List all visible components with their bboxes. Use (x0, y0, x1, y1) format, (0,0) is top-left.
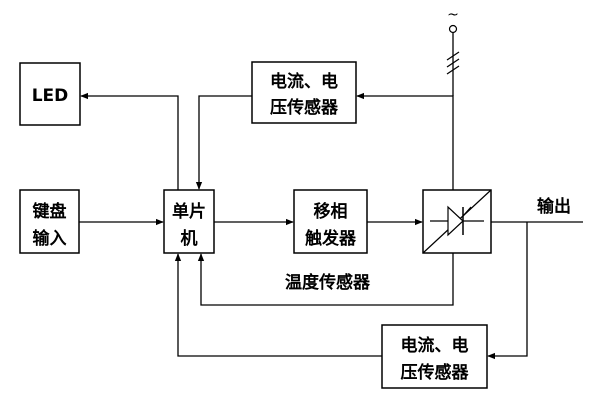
mcu-box: 单片 机 (163, 189, 215, 254)
arrow-mcu-to-led (80, 92, 179, 190)
mcu-label-line1: 单片 (172, 201, 206, 222)
sensor-bottom-label-line1: 电流、电 (401, 335, 469, 356)
thyristor-icon (430, 205, 484, 237)
led-label: LED (32, 86, 69, 106)
ac-source-label: ~ (447, 7, 459, 23)
keyboard-label-line2: 输入 (33, 228, 67, 249)
arrow-sensor-bottom-to-mcu (174, 253, 382, 357)
temperature-sensor-label: 温度传感器 (285, 272, 371, 293)
ac-source-terminal: ~ (446, 7, 460, 96)
phase-shift-label-line2: 触发器 (304, 228, 357, 249)
arrow-ac-line-to-sensor-top (356, 92, 454, 190)
keyboard-label-line1: 键盘 (33, 201, 67, 222)
arrow-output-to-sensor-bottom (487, 222, 528, 360)
sensor-top-label-line2: 压传感器 (270, 97, 339, 118)
sensor-top-label-line1: 电流、电 (270, 71, 338, 92)
phase-shift-label-line1: 移相 (314, 201, 348, 222)
arrow-sensor-top-to-mcu (195, 95, 252, 190)
output-label: 输出 (537, 196, 571, 217)
sensor-bottom-label-line2: 压传感器 (401, 362, 470, 383)
mcu-label-line2: 机 (181, 228, 198, 249)
keyboard-input-box: 键盘 输入 (19, 189, 80, 254)
led-box: LED (19, 62, 81, 126)
current-voltage-sensor-bottom-box: 电流、电 压传感器 (381, 324, 488, 389)
current-voltage-sensor-top-box: 电流、电 压传感器 (251, 61, 357, 124)
thyristor-block (422, 189, 492, 254)
phase-shift-trigger-box: 移相 触发器 (293, 189, 368, 254)
arrow-temperature-to-mcu (197, 253, 454, 306)
